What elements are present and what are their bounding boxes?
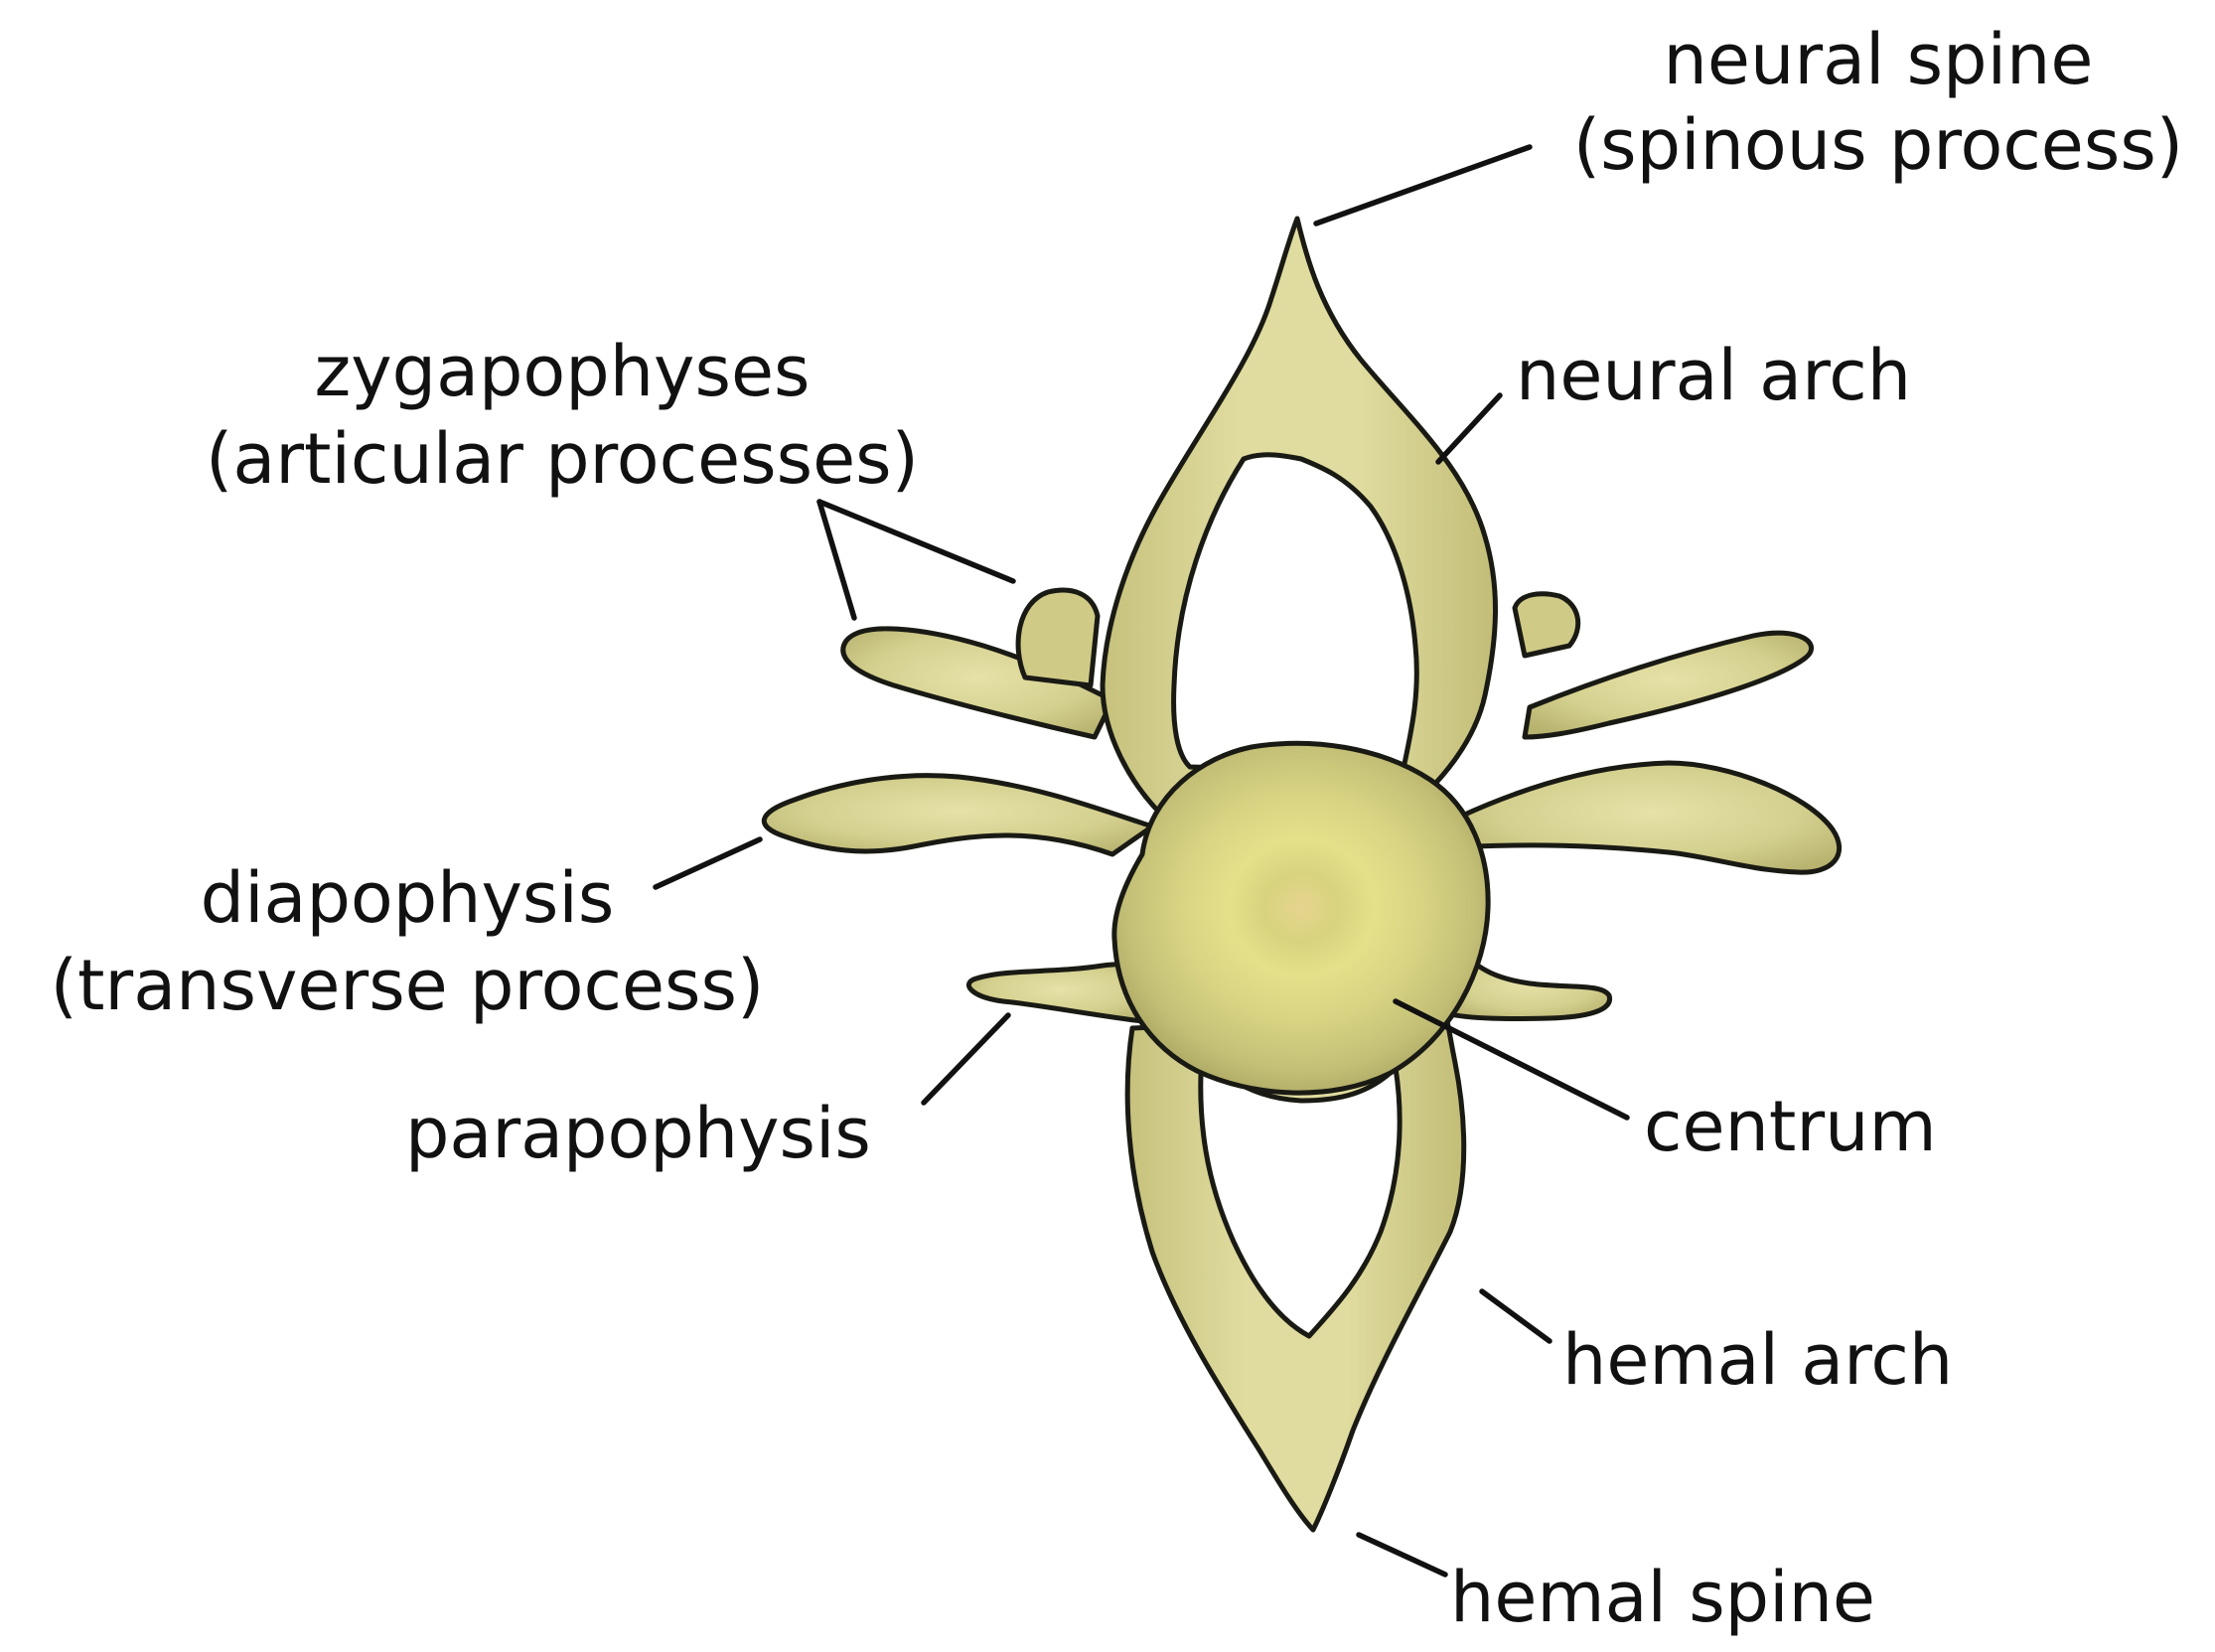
label-neural-spine-line2: (spinous process) [1573, 104, 2183, 186]
label-diapophysis-line1: diapophysis [201, 857, 615, 939]
label-diapophysis-line2: (transverse process) [51, 945, 765, 1026]
leader-zygapophyses-knob [816, 499, 1016, 584]
parapophysis-right [1442, 953, 1612, 1021]
label-hemal-arch: hemal arch [1562, 1319, 1953, 1401]
leader-centrum [1393, 998, 1630, 1121]
leader-hemal-arch [1479, 1288, 1552, 1344]
leader-hemal-spine [1356, 1532, 1448, 1577]
centrum-shape [1111, 740, 1491, 1096]
leader-diapophysis [653, 836, 763, 890]
leader-lines [653, 144, 1630, 1577]
zygapophysis-right-process [1522, 630, 1815, 740]
zygapophysis-right-knob [1512, 591, 1581, 659]
diapophysis-right [1457, 760, 1843, 875]
leader-neural-spine [1313, 144, 1533, 226]
label-parapophysis: parapophysis [405, 1093, 871, 1174]
label-neural-spine-line1: neural spine [1664, 19, 2094, 100]
hemal-arch-shape [1124, 1010, 1467, 1533]
leader-parapophysis [921, 1012, 1011, 1106]
label-hemal-spine: hemal spine [1450, 1557, 1875, 1638]
leader-zygapophyses-process [816, 499, 857, 621]
vertebra-bone [762, 216, 1843, 1533]
label-zygapophyses-line2: (articular processes) [206, 418, 919, 500]
labels: neural spine (spinous process) neural ar… [51, 19, 2183, 1638]
leader-neural-arch [1435, 392, 1503, 465]
label-neural-arch: neural arch [1516, 335, 1911, 416]
label-zygapophyses-line1: zygapophyses [315, 331, 811, 412]
zygapophysis-left-knob [1015, 587, 1101, 688]
neural-arch-shape [1100, 216, 1498, 827]
diapophysis-left [762, 773, 1155, 857]
label-centrum: centrum [1644, 1086, 1937, 1167]
